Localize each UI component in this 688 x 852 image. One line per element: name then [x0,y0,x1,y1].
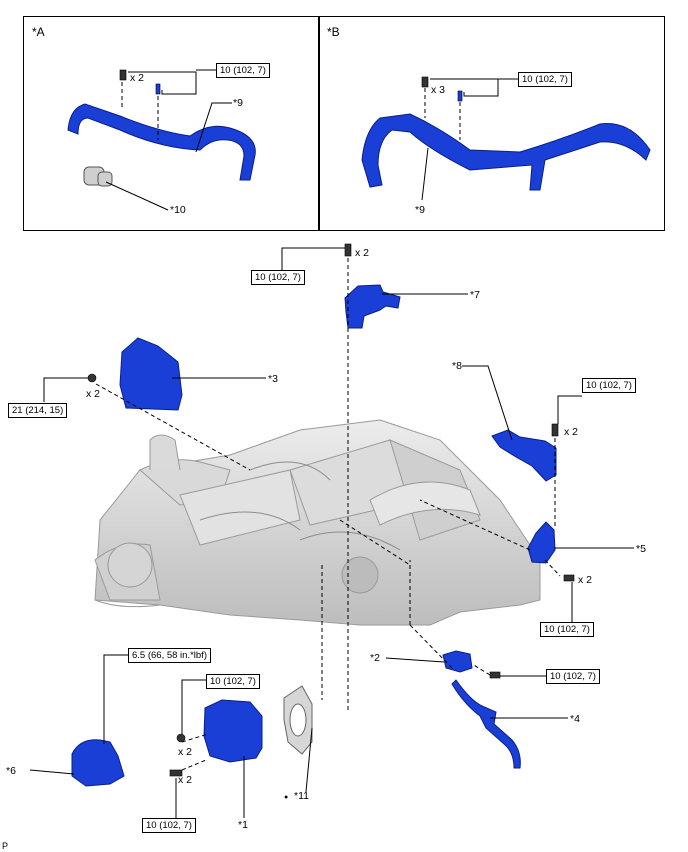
torque-part-1-top: 10 (102, 7) [206,674,260,689]
inset-a-clamp [83,166,113,187]
torque-part-5: 10 (102, 7) [540,622,594,637]
part-5-fitting [527,521,556,564]
inset-b-label: *B [327,25,340,39]
torque-part-1-bottom: 10 (102, 7) [142,818,196,833]
inset-a-torque-box: 10 (102, 7) [216,63,270,78]
torque-part-7: 10 (102, 7) [251,270,305,285]
inset-panel-a [23,16,320,231]
bolt-icon [169,769,183,777]
label-part-3: *3 [268,373,278,385]
inset-b-torque-box: 10 (102, 7) [518,72,572,87]
bolt-icons [87,69,575,777]
label-part-6: *6 [6,765,16,777]
label-part-4: *4 [570,713,580,725]
torque-part-6: 6.5 (66, 58 in.*lbf) [128,648,211,663]
torque-part-2: 10 (102, 7) [546,669,600,684]
part-6-elbow [71,739,125,787]
bolt-icon [489,671,501,679]
qty-part-3: x 2 [86,388,101,400]
bolt-icon [155,83,161,95]
engine-assembly [94,419,541,626]
qty-part-7: x 2 [355,247,370,259]
label-part-11: *11 [294,790,309,802]
label-part-8: *8 [452,360,462,372]
bolt-icon [176,733,186,743]
bolt-icon [457,90,463,102]
footer-code: P [2,841,9,851]
label-part-5: *5 [636,543,646,555]
part-2-fitting [442,650,473,673]
part-7-bracket [344,284,401,329]
part-8-bracket [491,429,557,482]
inset-b-part-9: *9 [415,204,425,216]
inset-a-part-10: *10 [170,204,186,216]
label-part-1: *1 [238,819,248,831]
inset-a-qty: x 2 [130,72,145,84]
inset-a-part-9: *9 [233,97,243,109]
inset-a-pipe [67,103,256,181]
bolt-icon [421,76,429,88]
inset-b-qty: x 3 [431,84,446,96]
qty-part-8: x 2 [564,426,579,438]
bolt-icon [551,423,559,437]
bolt-icon [344,243,352,257]
inset-panel-b [318,16,665,231]
qty-part-1-top: x 2 [178,746,193,758]
leader-lines [29,69,634,818]
label-part-7: *7 [470,289,480,301]
qty-part-5: x 2 [578,574,593,586]
label-part-2: *2 [370,652,380,664]
bolt-icon [119,69,127,81]
dashed-lines [95,82,561,771]
qty-part-1-bottom: x 2 [178,774,193,786]
part-graphics [67,103,651,787]
torque-part-3: 21 (214, 15) [8,403,68,418]
part-3-cover [119,337,183,411]
part-1-housing [203,699,263,763]
inset-b-pipe [361,113,651,191]
inset-a-label: *A [32,25,45,39]
torque-part-8: 10 (102, 7) [582,378,636,393]
bolt-icon [563,574,575,582]
part-4-hose [451,679,521,769]
bolt-icon [87,373,97,383]
label-part-11-dot: ● [284,794,289,801]
